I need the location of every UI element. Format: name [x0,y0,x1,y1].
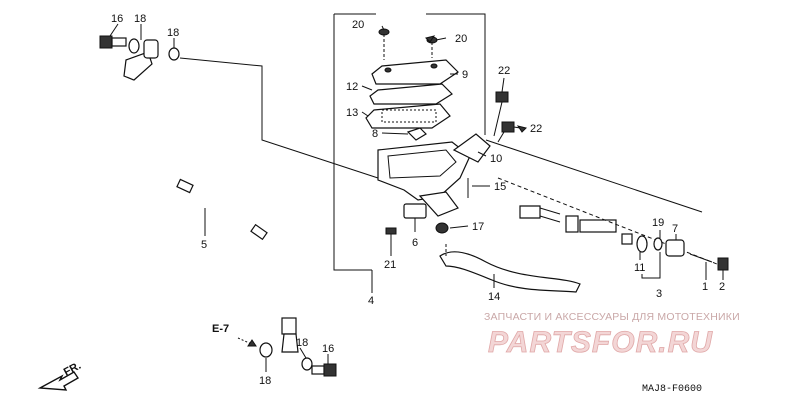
clip-8 [406,127,427,141]
pivot-nut [435,222,449,234]
callout-13: 13 [346,107,358,119]
pushrod-guide-7 [665,239,685,257]
watermark-tagline: ЗАПЧАСТИ И АКСЕССУАРЫ ДЛЯ МОТОТЕХНИКИ [484,311,740,323]
banjo-fitting-top [143,39,159,59]
watermark-brand: PARTSFOR.RU [488,326,713,359]
callout-18-bottom-left: 18 [259,375,271,387]
reservoir-diaphragm [365,103,451,129]
sealing-washer-bottom-right [301,357,313,371]
callout-16-top: 16 [111,13,123,25]
callout-22-upper: 22 [498,65,510,77]
screw-20-left [378,28,390,60]
callout-19: 19 [652,217,664,229]
reference-label: E-7 [212,323,229,335]
callout-6: 6 [412,237,418,249]
callout-20-right: 20 [455,33,467,45]
banjo-bolt-bottom [311,363,337,377]
nut-2 [717,257,729,271]
screw-21 [385,227,397,246]
pushrod-1 [689,253,713,263]
callout-leaders [109,23,724,372]
callout-21: 21 [384,259,396,271]
callout-14: 14 [488,291,500,303]
arrow-icon [516,125,527,133]
clutch-hose [112,51,299,353]
front-direction-indicator: FR. [37,360,83,391]
callout-18-bottom-right: 18 [296,337,308,349]
leader-hose-top [179,57,379,179]
arrow-icon [425,35,436,43]
banjo-bolt-top [99,35,127,49]
callout-11: 11 [634,262,645,274]
sealing-washer-top-left [128,38,140,54]
callout-17: 17 [472,221,484,233]
callout-22-lower: 22 [530,123,542,135]
reference-arrowhead-icon [247,339,257,347]
washer-19 [653,237,663,251]
callout-12: 12 [346,81,358,93]
callout-2: 2 [719,281,725,293]
leader-bracket-holder [485,139,703,213]
front-arrow-icon [37,371,79,391]
callout-16-bottom: 16 [322,343,334,355]
callout-4: 4 [368,295,374,307]
callout-18-top-left: 18 [134,13,146,25]
direction-label: FR. [62,360,83,379]
piston-kit [519,205,633,245]
leader-piston-axis [497,177,723,267]
diagram-code: MAJ8-F0600 [642,384,702,395]
callout-10: 10 [490,153,502,165]
assembly-bracket-4 [333,13,486,271]
callout-18-top-right: 18 [167,27,179,39]
clutch-switch [403,203,427,219]
callout-1: 1 [702,281,708,293]
diaphragm-ribs [381,109,437,123]
reservoir-plate [369,83,453,105]
sealing-washer-top-right [168,47,180,61]
callout-3: 3 [656,288,662,300]
callout-15: 15 [494,181,506,193]
clutch-lever [439,251,581,293]
callout-5: 5 [201,239,207,251]
callout-7: 7 [672,223,678,235]
callout-8: 8 [372,128,378,140]
master-cylinder-body [377,133,491,217]
reservoir-cap [371,59,459,85]
sealing-washer-bottom-left [259,342,273,358]
piston-spring-seat [636,235,648,253]
callout-20-left: 20 [352,19,364,31]
callout-9: 9 [462,69,468,81]
bolt-22-lower [497,121,515,143]
